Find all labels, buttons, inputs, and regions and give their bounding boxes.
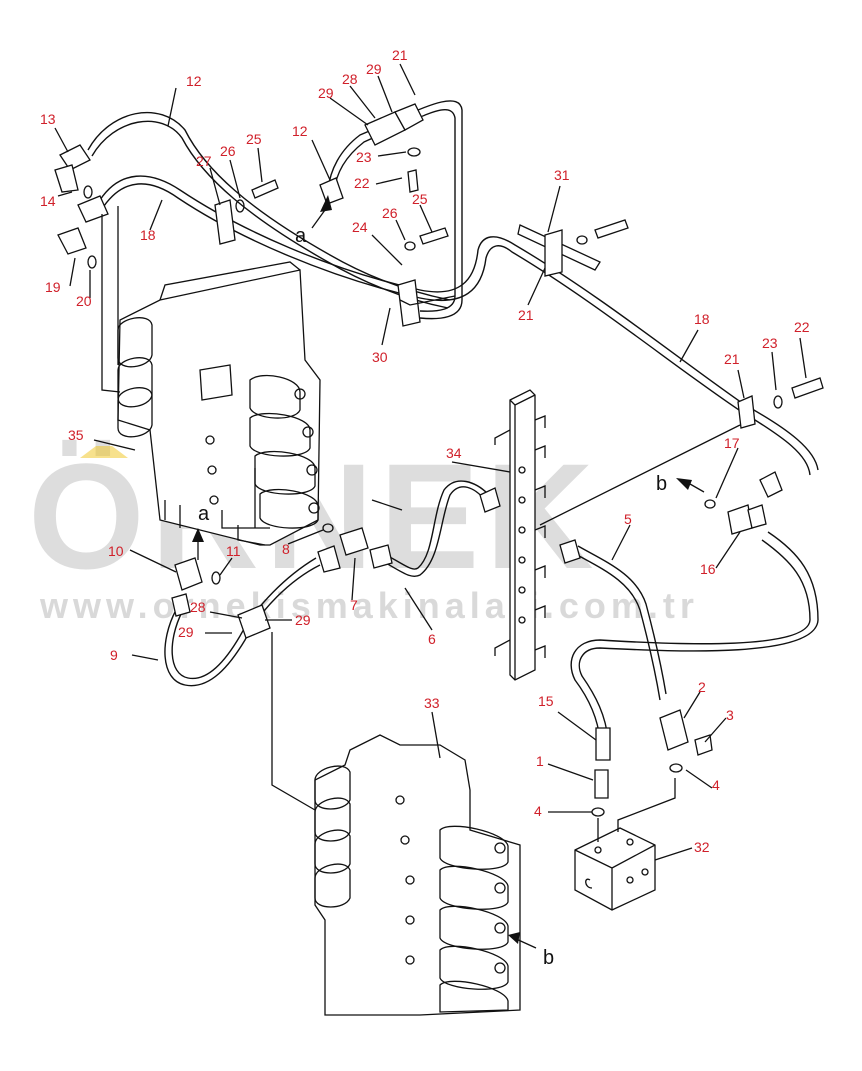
callout-18: 18 bbox=[140, 227, 156, 243]
callout-25: 25 bbox=[412, 191, 428, 207]
reference-arrows bbox=[192, 195, 705, 949]
callout-23: 23 bbox=[356, 149, 372, 165]
reference-marks: a a b b bbox=[198, 225, 667, 969]
callout-33: 33 bbox=[424, 695, 440, 711]
callout-1: 1 bbox=[536, 753, 544, 769]
manifold-block-34 bbox=[494, 389, 546, 681]
callout-22: 22 bbox=[794, 319, 810, 335]
callout-31: 31 bbox=[554, 167, 570, 183]
callout-26: 26 bbox=[220, 143, 236, 159]
watermark: ÖRNEK www.ornekismakinalari.com.tr bbox=[28, 432, 699, 626]
callout-32: 32 bbox=[694, 839, 710, 855]
callout-9: 9 bbox=[110, 647, 118, 663]
callout-27: 27 bbox=[196, 153, 212, 169]
callout-7: 7 bbox=[350, 597, 358, 613]
watermark-accent bbox=[80, 446, 128, 458]
callout-4: 4 bbox=[534, 803, 542, 819]
callout-21: 21 bbox=[518, 307, 534, 323]
callout-18: 18 bbox=[694, 311, 710, 327]
callout-21: 21 bbox=[724, 351, 740, 367]
callout-28: 28 bbox=[342, 71, 358, 87]
control-valve-35 bbox=[117, 261, 321, 546]
callout-29: 29 bbox=[366, 61, 382, 77]
callout-15: 15 bbox=[538, 693, 554, 709]
callout-29: 29 bbox=[318, 85, 334, 101]
callout-6: 6 bbox=[428, 631, 436, 647]
callout-22: 22 bbox=[354, 175, 370, 191]
callout-4: 4 bbox=[712, 777, 720, 793]
callout-21: 21 bbox=[392, 47, 408, 63]
fittings bbox=[54, 103, 824, 817]
callout-23: 23 bbox=[762, 335, 778, 351]
callout-25: 25 bbox=[246, 131, 262, 147]
reference-mark-b: b bbox=[543, 947, 554, 969]
callout-17: 17 bbox=[724, 435, 740, 451]
callout-34: 34 bbox=[446, 445, 462, 461]
callout-10: 10 bbox=[108, 543, 124, 559]
reference-mark-a: a bbox=[295, 225, 307, 247]
callout-5: 5 bbox=[624, 511, 632, 527]
callout-30: 30 bbox=[372, 349, 388, 365]
callout-35: 35 bbox=[68, 427, 84, 443]
callout-29: 29 bbox=[178, 624, 194, 640]
callout-12: 12 bbox=[186, 73, 202, 89]
callouts: 12 13 14 18 19 20 27 26 25 29 28 29 21 1… bbox=[40, 47, 810, 855]
callout-24: 24 bbox=[352, 219, 368, 235]
callout-3: 3 bbox=[726, 707, 734, 723]
callout-16: 16 bbox=[700, 561, 716, 577]
reference-mark-a: a bbox=[198, 503, 210, 525]
watermark-url: www.ornekismakinalari.com.tr bbox=[39, 585, 699, 626]
callout-20: 20 bbox=[76, 293, 92, 309]
callout-8: 8 bbox=[282, 541, 290, 557]
leader-lines bbox=[54, 63, 807, 861]
callout-13: 13 bbox=[40, 111, 56, 127]
control-valve-33 bbox=[314, 734, 521, 1016]
callout-26: 26 bbox=[382, 205, 398, 221]
callout-11: 11 bbox=[226, 543, 241, 559]
callout-2: 2 bbox=[698, 679, 706, 695]
callout-14: 14 bbox=[40, 193, 56, 209]
callout-12: 12 bbox=[292, 123, 308, 139]
callout-19: 19 bbox=[45, 279, 61, 295]
junction-block-32 bbox=[574, 827, 656, 911]
reference-mark-b: b bbox=[656, 473, 667, 495]
callout-29: 29 bbox=[295, 612, 311, 628]
callout-28: 28 bbox=[190, 599, 206, 615]
